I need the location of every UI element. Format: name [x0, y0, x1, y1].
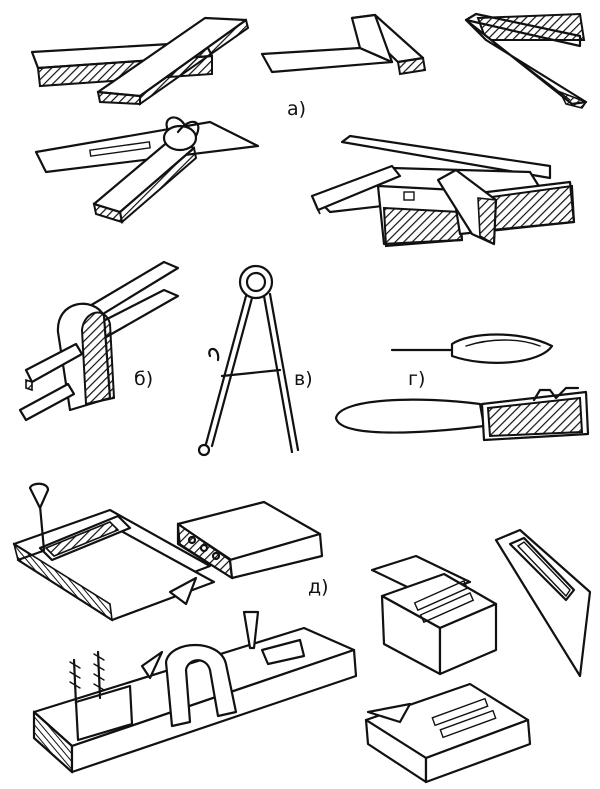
label-v: в) [294, 368, 313, 390]
label-g: г) [408, 368, 426, 390]
rasp-file [334, 386, 590, 442]
try-square-1 [30, 16, 250, 106]
jig-plate [12, 482, 216, 622]
try-square-3 [464, 12, 588, 109]
sliding-bevel [34, 116, 260, 224]
book-jig [176, 500, 324, 580]
box-jig-1 [370, 554, 498, 676]
beam-jig [32, 610, 358, 774]
bevel-on-workpiece [310, 134, 576, 248]
label-d: д) [308, 576, 329, 598]
angled-template [494, 528, 592, 678]
marking-gauge [18, 260, 180, 422]
dividers [197, 264, 300, 457]
box-jig-2 [364, 682, 532, 784]
awl [390, 333, 554, 364]
label-b: б) [134, 368, 154, 390]
try-square-2 [260, 13, 427, 76]
label-a: а) [287, 98, 307, 120]
